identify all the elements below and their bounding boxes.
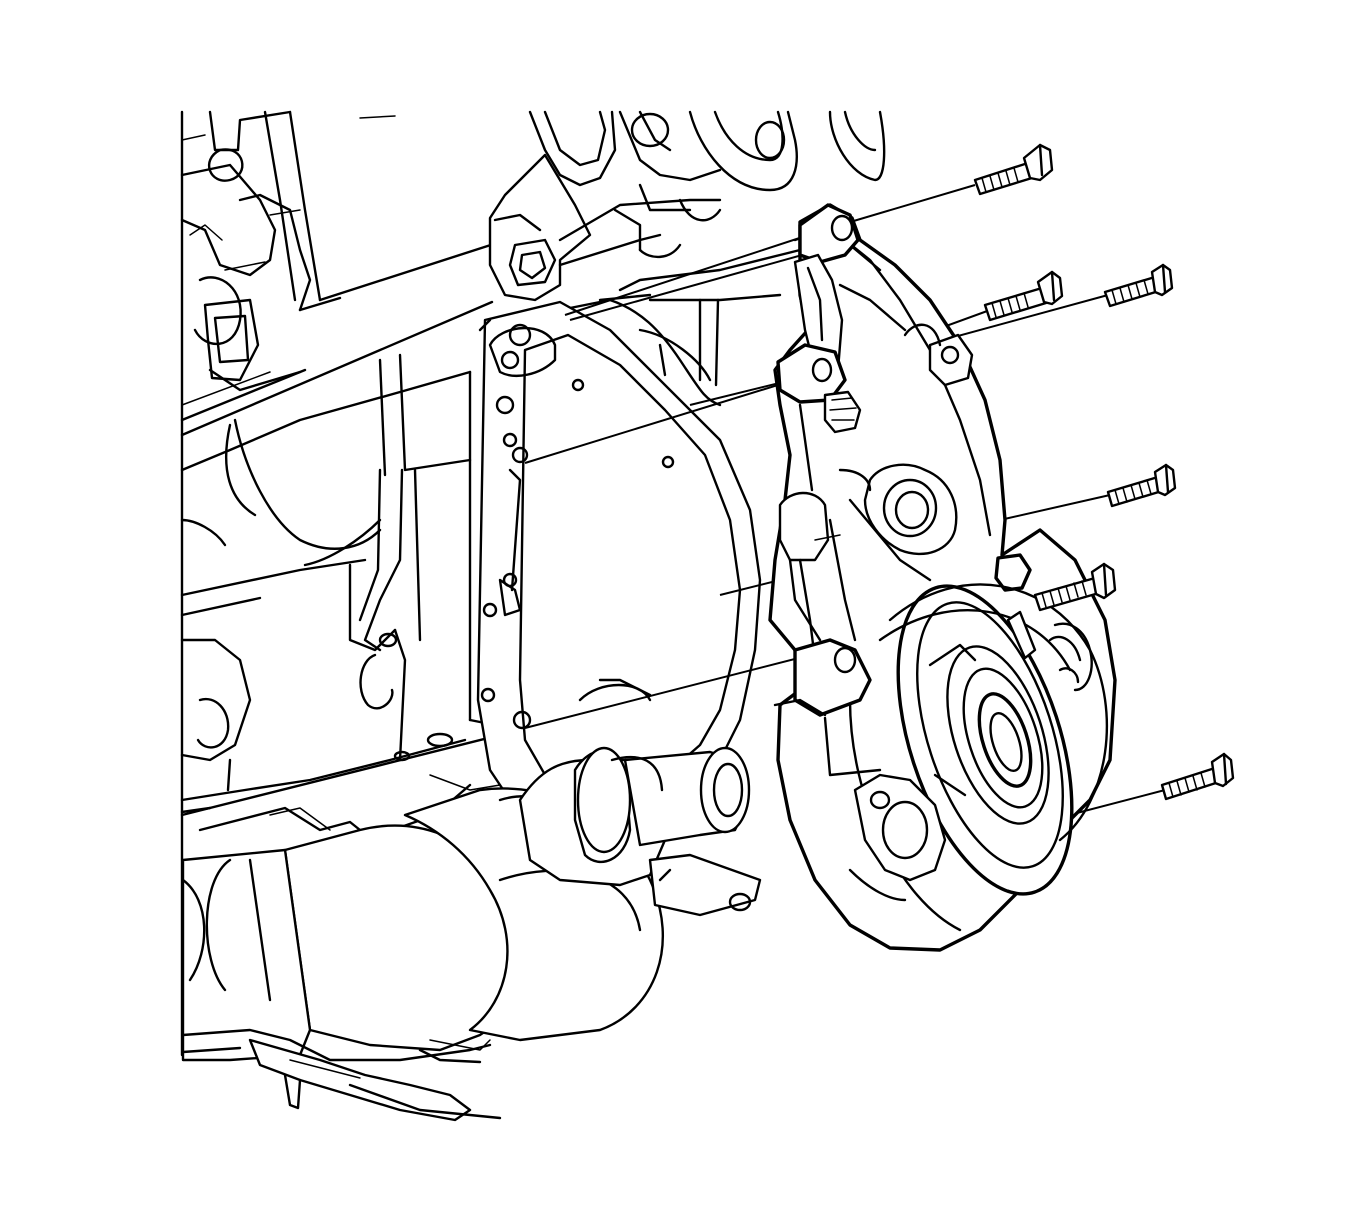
front-cover-bolt <box>1106 463 1177 508</box>
front-cover-bolts <box>973 143 1235 801</box>
front-cover-bolt <box>1160 752 1235 801</box>
engine-front-cover <box>768 203 1117 952</box>
front-cover-bolt <box>983 270 1064 322</box>
front-cover-bolt <box>1033 562 1117 612</box>
front-cover-gasket <box>476 300 762 842</box>
front-cover-bolt <box>1103 263 1174 308</box>
accessory-drive <box>488 110 886 407</box>
front-cover-bolt <box>973 143 1054 196</box>
crankshaft <box>181 678 762 1122</box>
